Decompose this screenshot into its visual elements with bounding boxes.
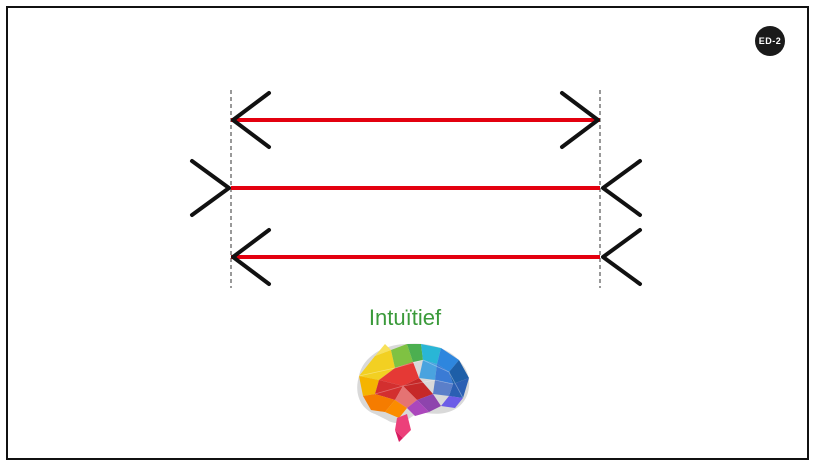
row-3-right-fin (601, 228, 642, 286)
row-3-arrow (231, 228, 642, 286)
row-2-right-fin (601, 159, 642, 217)
row-1-arrow (231, 91, 600, 149)
row-2-arrow (190, 159, 642, 217)
row-1-left-fin (231, 91, 271, 149)
row-2-left-fin (190, 159, 231, 217)
brain-icon (357, 343, 470, 442)
badge-label: ED-2 (758, 36, 782, 46)
intuitive-caption: Intuïtief (340, 304, 470, 332)
row-3-left-fin (231, 228, 271, 286)
caption-label: Intuïtief (368, 305, 442, 330)
row-1-right-fin (560, 91, 600, 149)
slide-badge: ED-2 (755, 26, 785, 56)
